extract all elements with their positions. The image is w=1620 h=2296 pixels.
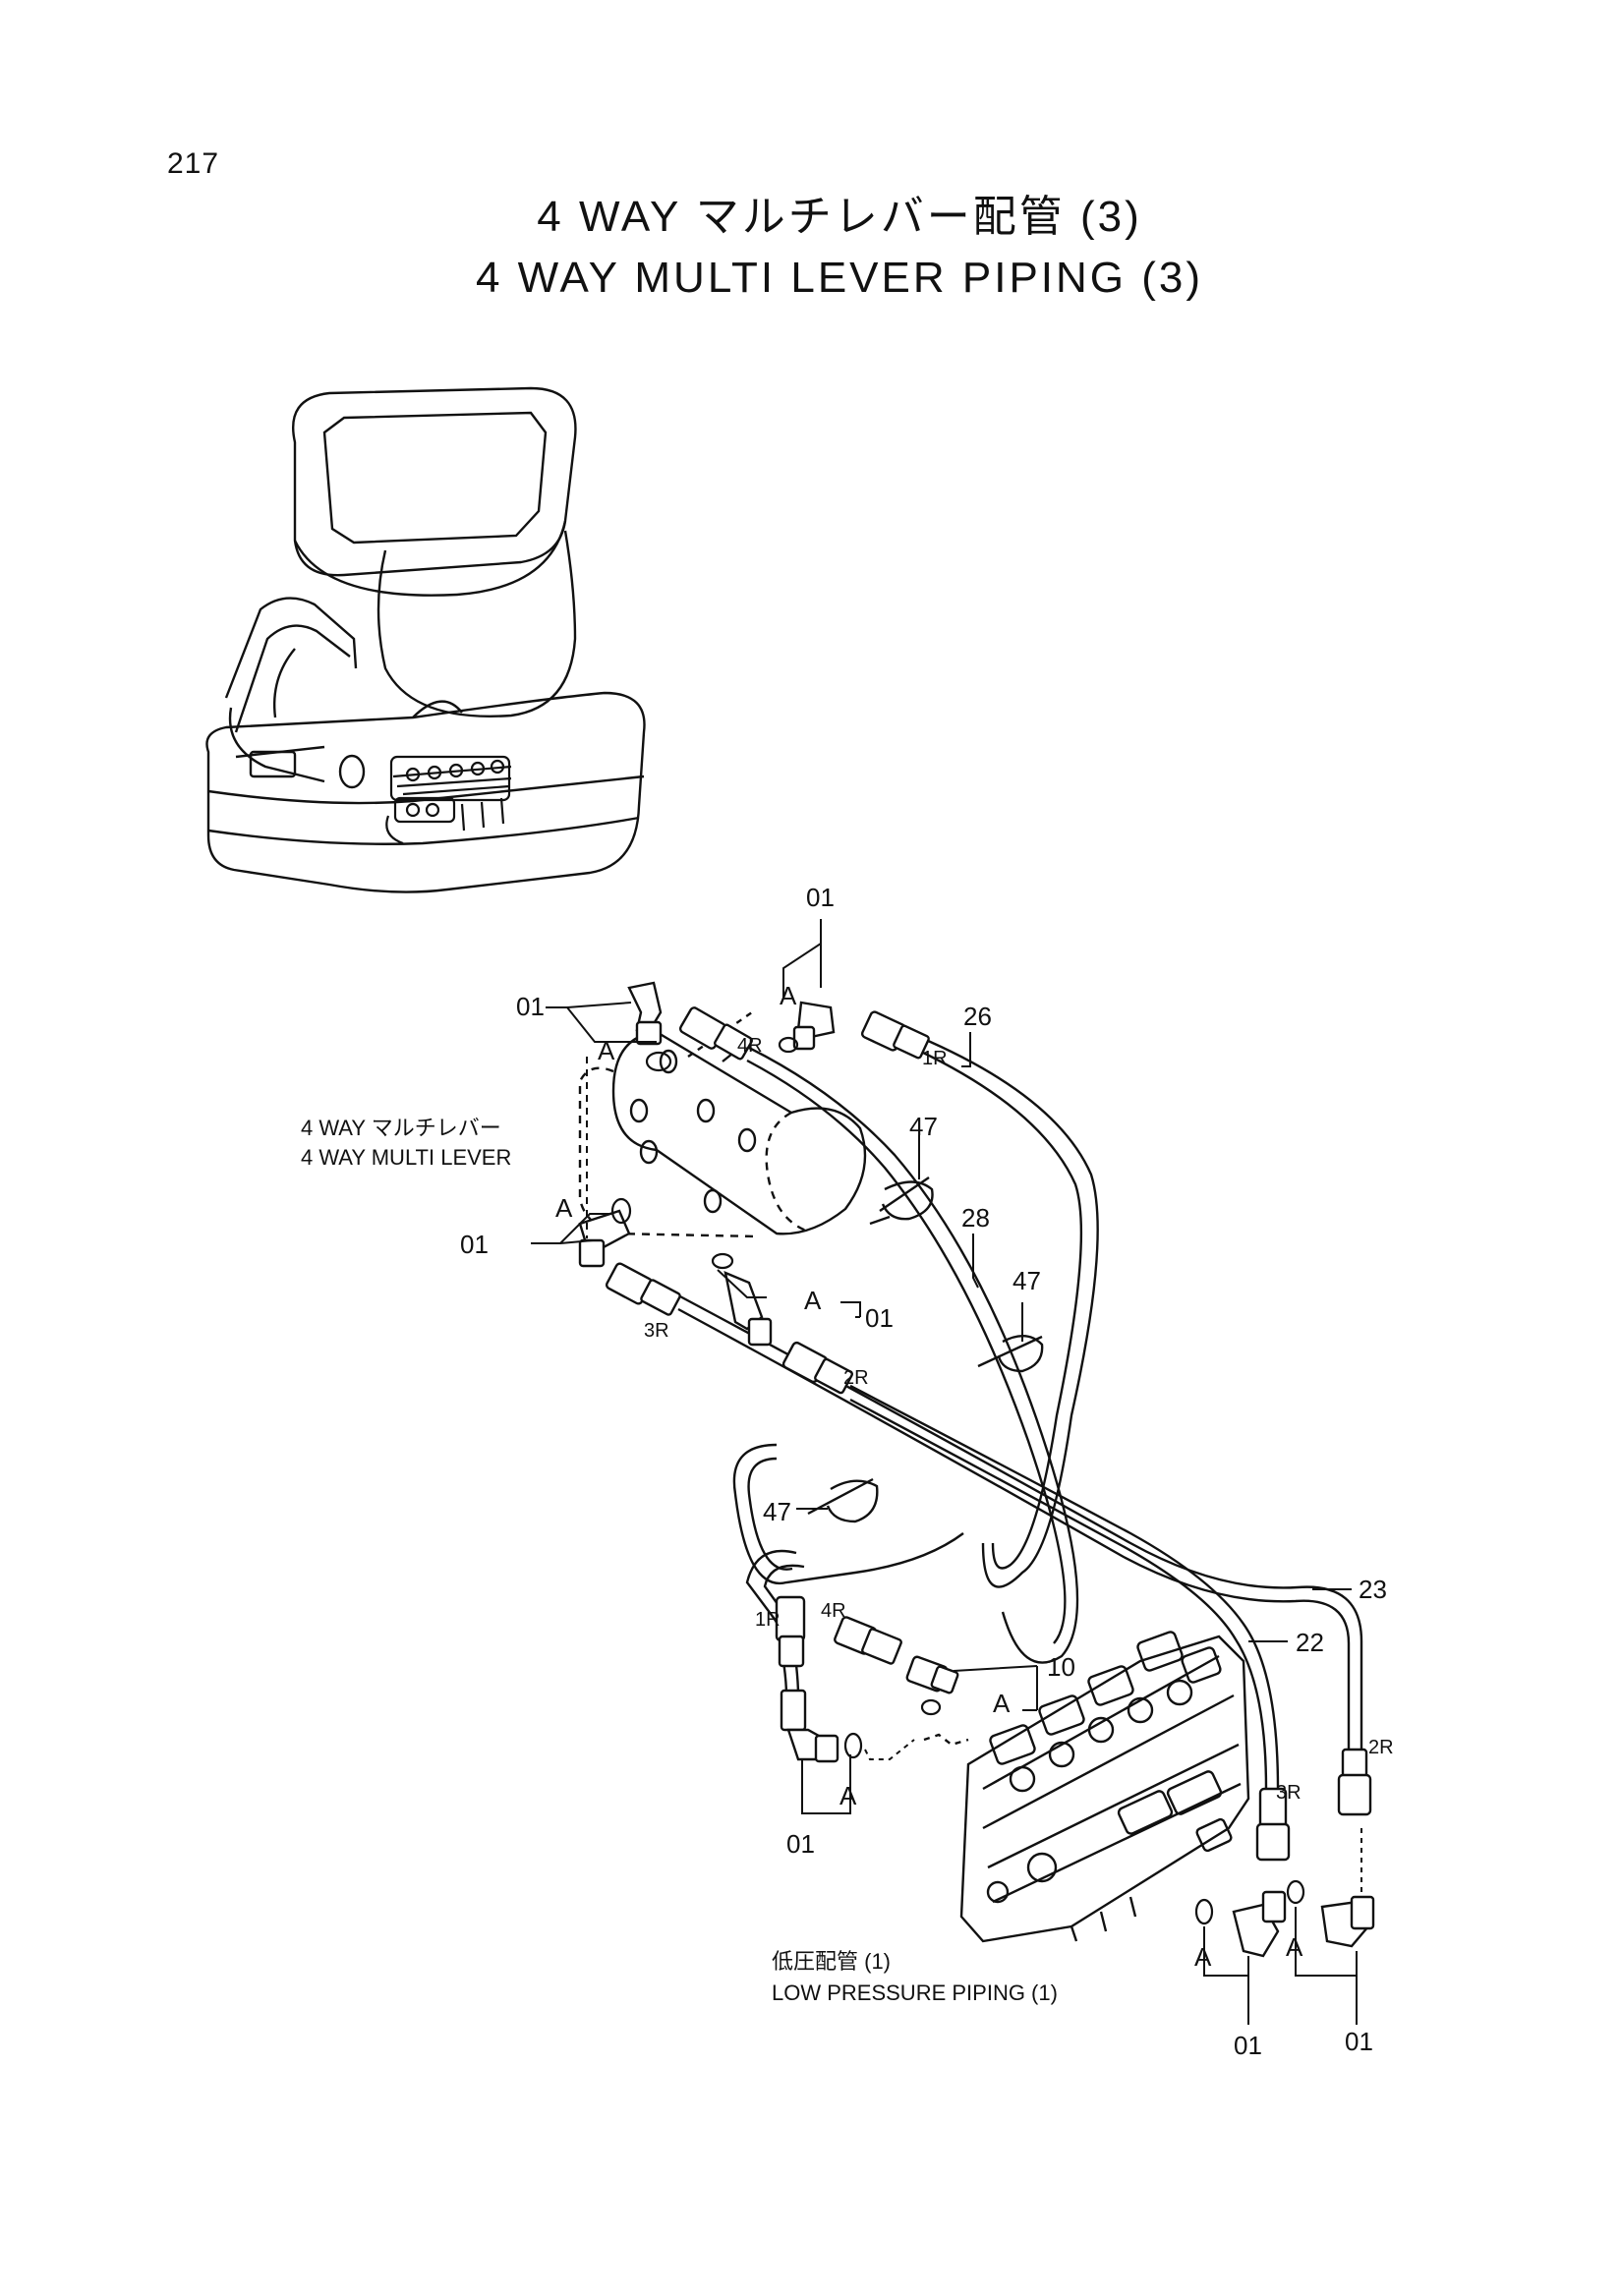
label-A-lower-left: A — [839, 1781, 857, 1810]
clamp-upper — [869, 1177, 934, 1226]
label-A-left: A — [555, 1193, 573, 1223]
label-port-3R-lower: 3R — [1276, 1782, 1302, 1804]
label-port-4R-lower: 4R — [821, 1600, 846, 1622]
fitting-1R-top — [860, 1010, 930, 1060]
elbow-lower-right-b — [1320, 1895, 1375, 1948]
adapter-10 — [905, 1655, 959, 1694]
valve-cluster-overview — [385, 755, 512, 845]
label-A-top: A — [780, 981, 797, 1010]
title-japanese: 4 WAY マルチレバー配管 (3) — [537, 193, 1142, 241]
seat-overview-illustration — [205, 386, 646, 893]
text-labels: 01 A 01 A 26 4R 1R 4 WAY マルチレバー 4 WAY MU… — [301, 883, 1394, 2060]
label-A-lower-right-b: A — [1286, 1932, 1303, 1962]
label-port-2R-upper: 2R — [843, 1367, 869, 1389]
label-01-lower-right-a: 01 — [1234, 2031, 1262, 2060]
clamp-lower — [807, 1477, 879, 1523]
fitting-1R-lower — [775, 1595, 806, 1668]
title-english: 4 WAY MULTI LEVER PIPING (3) — [475, 254, 1204, 302]
label-26: 26 — [963, 1002, 992, 1031]
clamp-middle — [977, 1335, 1044, 1373]
fitting-4R-top — [678, 1006, 753, 1061]
label-port-1R-lower: 1R — [755, 1609, 781, 1631]
label-01-upper-left: 01 — [516, 992, 545, 1021]
label-01-lower-right-b: 01 — [1345, 2027, 1373, 2056]
label-port-4R-top: 4R — [737, 1035, 763, 1057]
label-port-2R-lower: 2R — [1368, 1737, 1394, 1758]
label-low-pressure-en: LOW PRESSURE PIPING (1) — [772, 1980, 1058, 2005]
label-47-upper: 47 — [909, 1112, 938, 1141]
label-01-top: 01 — [806, 883, 835, 912]
elbow-lower-left — [780, 1689, 839, 1763]
label-10: 10 — [1047, 1652, 1075, 1682]
label-low-pressure-jp: 低圧配管 (1) — [772, 1949, 891, 1974]
label-A-upper-left: A — [598, 1036, 615, 1065]
fitting-2R-lower — [1337, 1748, 1372, 1816]
label-28: 28 — [961, 1203, 990, 1233]
label-A-lower-right-a: A — [1194, 1942, 1212, 1972]
hose-lines — [677, 1035, 1363, 1790]
clamps — [807, 1177, 1044, 1523]
label-port-1R-top: 1R — [922, 1048, 948, 1069]
elbow-top-center — [792, 1001, 836, 1051]
label-01-left: 01 — [460, 1230, 489, 1259]
fitting-4R-lower — [834, 1616, 902, 1665]
label-A-adapter: A — [993, 1689, 1011, 1718]
fittings — [578, 981, 1375, 1958]
control-valve — [923, 1631, 1250, 1943]
fitting-2R-upper — [781, 1341, 853, 1395]
label-01-center: 01 — [865, 1303, 894, 1333]
label-multi-lever-jp: 4 WAY マルチレバー — [301, 1116, 501, 1140]
label-47-middle: 47 — [1012, 1266, 1041, 1295]
elbow-top-left — [627, 981, 663, 1046]
page-number: 217 — [167, 147, 220, 180]
label-01-lower-left: 01 — [786, 1829, 815, 1859]
leader-lines — [531, 919, 1362, 2025]
label-22: 22 — [1296, 1628, 1324, 1657]
o-rings — [610, 1036, 1305, 1925]
page-title: 4 WAY マルチレバー配管 (3) 4 WAY MULTI LEVER PIP… — [0, 187, 1620, 309]
label-multi-lever-en: 4 WAY MULTI LEVER — [301, 1145, 511, 1170]
label-A-center: A — [804, 1286, 822, 1315]
label-23: 23 — [1359, 1575, 1387, 1604]
elbow-lower-right-a — [1232, 1890, 1287, 1958]
label-47-lower: 47 — [763, 1497, 791, 1526]
fitting-3R-lower — [1255, 1787, 1291, 1862]
label-port-3R-upper: 3R — [644, 1320, 669, 1342]
fitting-3R-upper — [605, 1262, 681, 1316]
